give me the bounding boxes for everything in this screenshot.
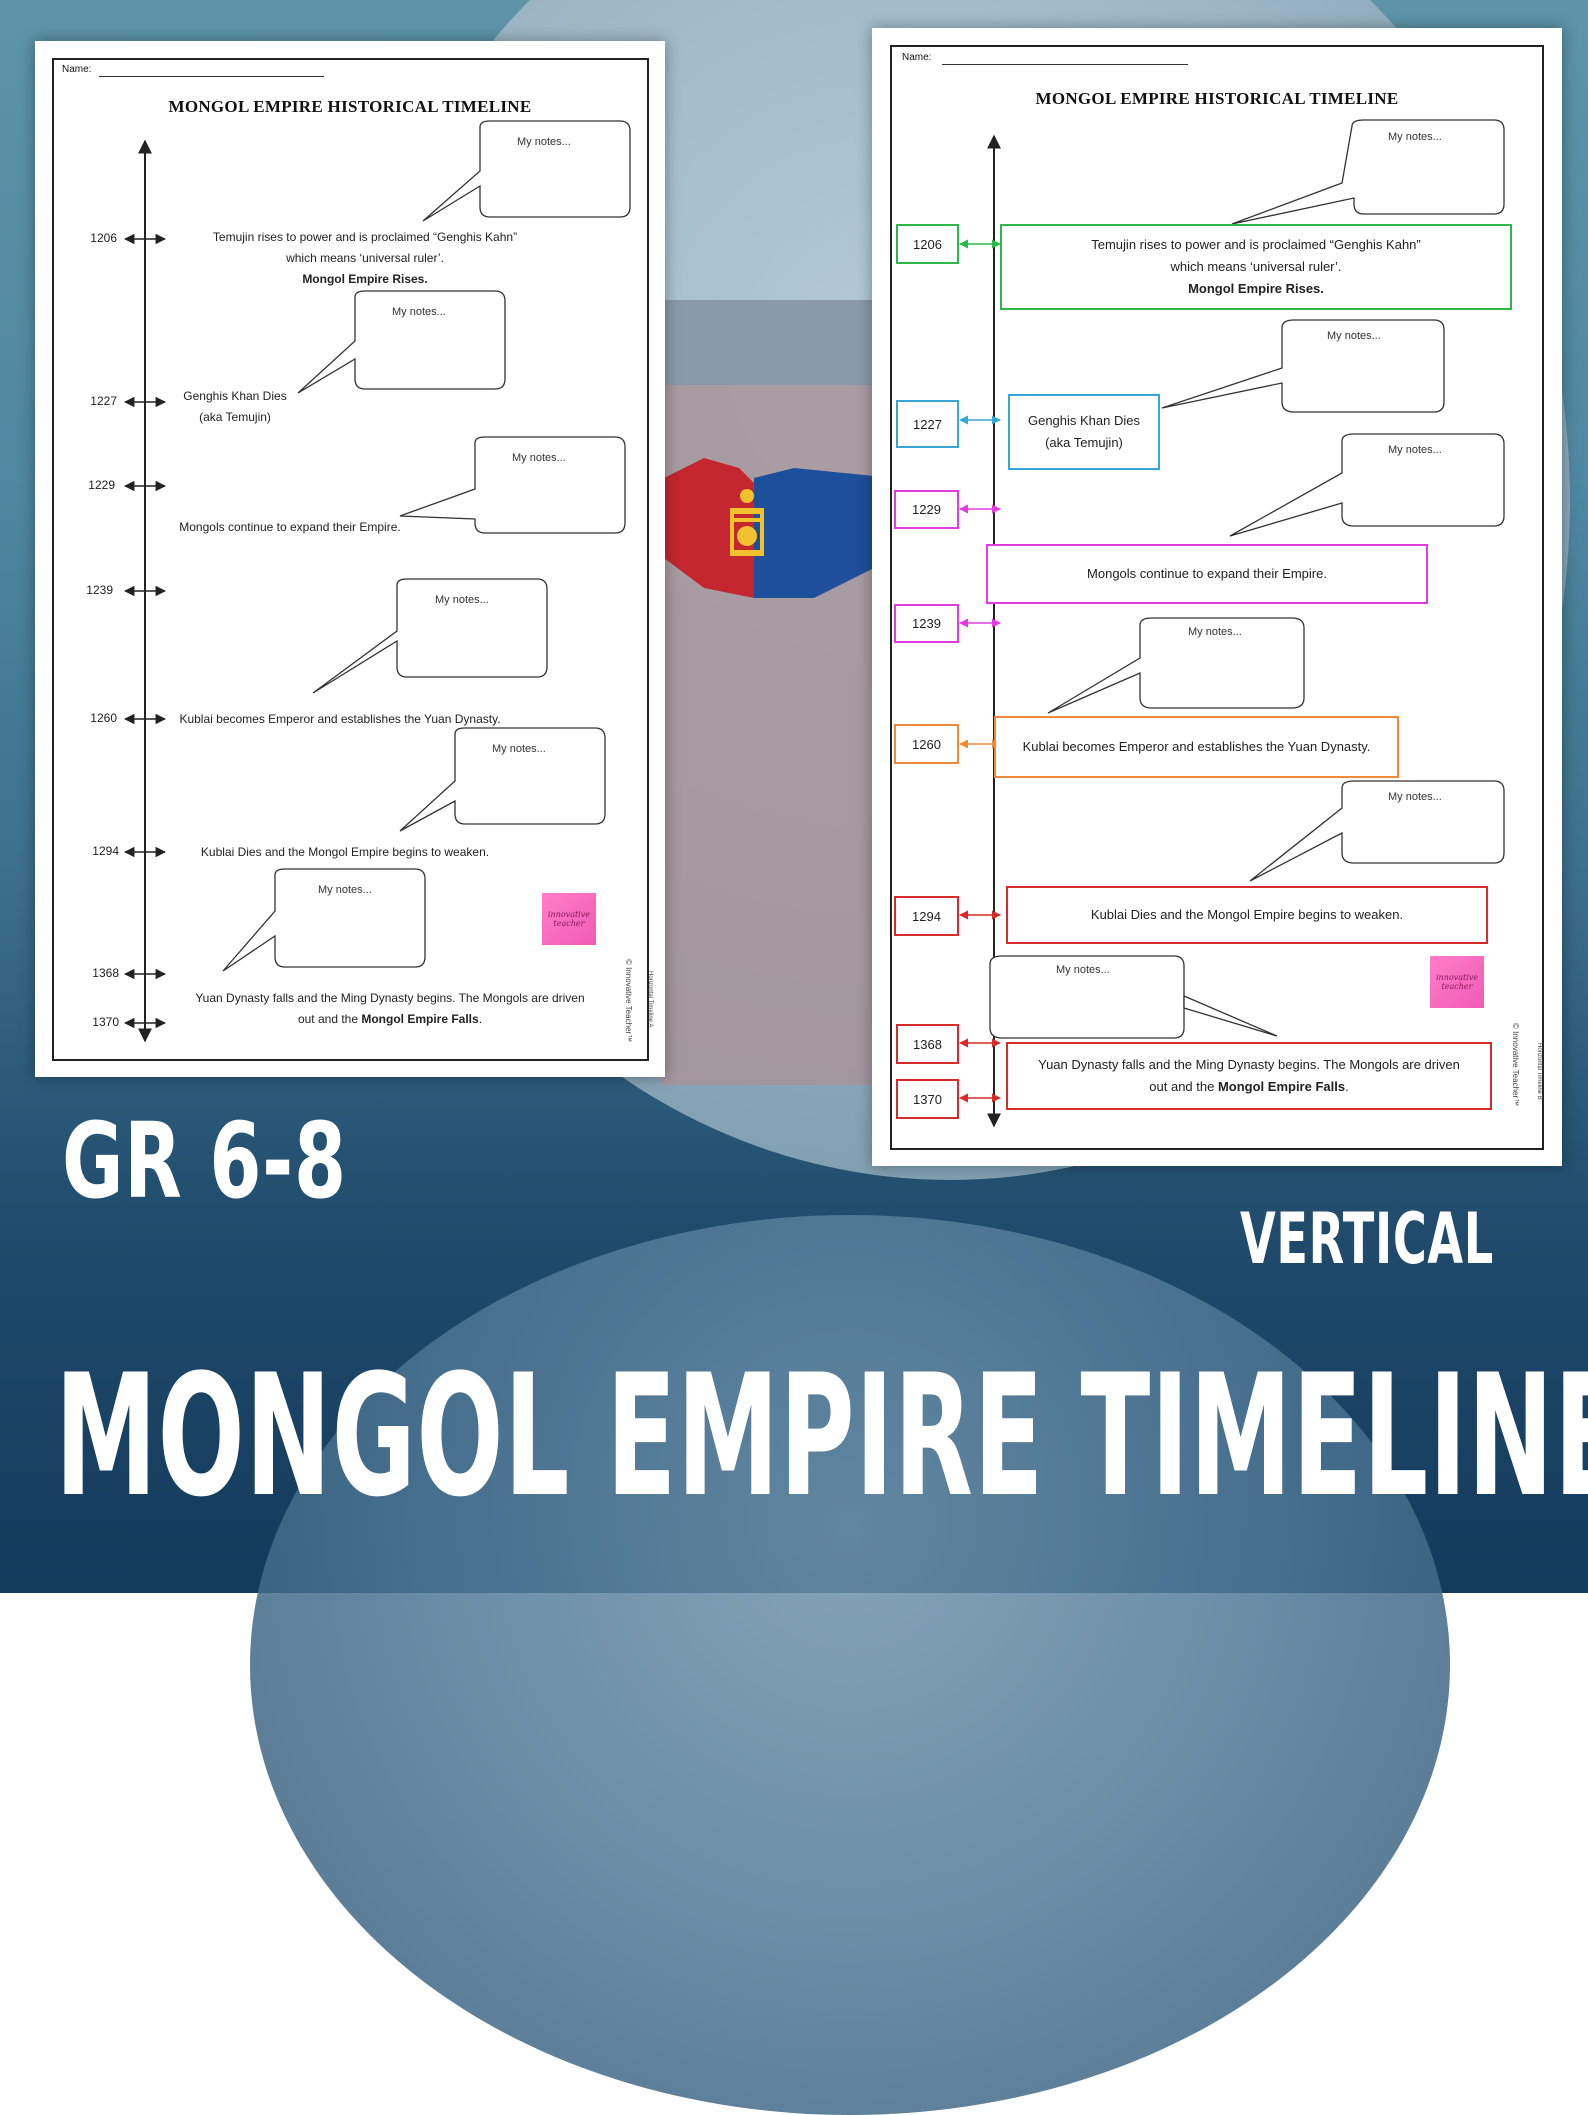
- event-box-1239: Mongols continue to expand their Empire.: [986, 544, 1428, 604]
- svg-text:My notes...: My notes...: [435, 594, 489, 606]
- worksheet-b-border: [890, 45, 1544, 1150]
- notes-bubble[interactable]: [222, 868, 426, 972]
- notes-bubble[interactable]: [1161, 319, 1445, 413]
- svg-text:My notes...: My notes...: [1188, 626, 1242, 638]
- event-1294: Kublai Dies and the Mongol Empire begins…: [200, 845, 490, 859]
- svg-text:My notes...: My notes...: [517, 136, 571, 148]
- year-label: 1260: [90, 711, 117, 725]
- svg-text:My notes...: My notes...: [492, 743, 546, 755]
- event-1260: Kublai becomes Emperor and establishes t…: [179, 712, 501, 726]
- svg-text:My notes...: My notes...: [1388, 444, 1442, 456]
- event-1239: Mongols continue to expand their Empire.: [179, 520, 401, 534]
- worksheet-a: Name: MONGOL EMPIRE HISTORICAL TIMELINE: [35, 41, 665, 1077]
- footer-label: Horizontal Timeline A: [647, 971, 653, 1028]
- event-box-1260: Kublai becomes Emperor and establishes t…: [994, 716, 1399, 778]
- timeline-b-graphics: My notes... My notes... My notes... My n…: [959, 119, 1505, 1128]
- cover-title: MONGOL EMPIRE TIMELINE: [55, 1338, 1588, 1534]
- notes-bubble[interactable]: [1231, 119, 1505, 225]
- year-box: 1206: [896, 224, 959, 264]
- year-box: 1370: [896, 1079, 959, 1119]
- year-box: 1229: [894, 490, 959, 529]
- grade-label: GR 6-8: [62, 1100, 347, 1222]
- copyright: © Innovative Teacher™: [624, 959, 633, 1043]
- name-label: Name:: [902, 52, 932, 63]
- year-label: 1206: [90, 231, 117, 245]
- mongolia-flag-map-icon: [664, 458, 874, 598]
- notes-bubble[interactable]: [399, 436, 626, 534]
- event-1368: Yuan Dynasty falls and the Ming Dynasty …: [195, 991, 585, 1026]
- notes-bubble[interactable]: [989, 955, 1185, 1039]
- worksheet-a-border: [52, 58, 649, 1061]
- year-box: 1294: [894, 896, 959, 936]
- year-box: 1368: [896, 1024, 959, 1064]
- name-label: Name:: [62, 64, 92, 75]
- svg-text:My notes...: My notes...: [1388, 131, 1442, 143]
- worksheet-title: MONGOL EMPIRE HISTORICAL TIMELINE: [168, 97, 532, 116]
- worksheet-b: Name: MONGOL EMPIRE HISTORICAL TIMELINE: [872, 28, 1562, 1166]
- year-label: 1239: [86, 583, 113, 597]
- year-box: 1227: [896, 400, 959, 448]
- notes-bubble[interactable]: [1249, 780, 1505, 882]
- map-band: [660, 300, 875, 385]
- event-box-1294: Kublai Dies and the Mongol Empire begins…: [1006, 886, 1488, 944]
- innovative-teacher-logo: innovative teacher: [542, 893, 596, 945]
- year-label: 1370: [92, 1015, 119, 1029]
- year-label: 1294: [92, 844, 119, 858]
- innovative-teacher-logo: innovative teacher: [1430, 956, 1484, 1008]
- svg-text:My notes...: My notes...: [392, 306, 446, 318]
- notes-bubble[interactable]: [1229, 433, 1505, 537]
- year-box: 1260: [894, 724, 959, 764]
- name-field[interactable]: [99, 76, 324, 77]
- svg-text:My notes...: My notes...: [318, 884, 372, 896]
- event-1227: Genghis Khan Dies (aka Temujin): [183, 389, 287, 424]
- copyright: © Innovative Teacher™: [1511, 1023, 1520, 1107]
- notes-bubble[interactable]: [422, 120, 631, 222]
- timeline-a-graphics: My notes... My notes... My notes... My n…: [123, 120, 631, 1043]
- name-field[interactable]: [942, 64, 1188, 65]
- svg-text:My notes...: My notes...: [512, 452, 566, 464]
- svg-text:My notes...: My notes...: [1056, 964, 1110, 976]
- year-label: 1229: [88, 478, 115, 492]
- event-box-1227: Genghis Khan Dies (aka Temujin): [1008, 394, 1160, 470]
- worksheet-title: MONGOL EMPIRE HISTORICAL TIMELINE: [1035, 89, 1399, 108]
- notes-bubble[interactable]: [1047, 617, 1305, 714]
- notes-bubble[interactable]: [312, 578, 548, 694]
- footer-label: Horizontal Timeline B: [1536, 1043, 1542, 1100]
- event-box-1368: Yuan Dynasty falls and the Ming Dynasty …: [1006, 1042, 1492, 1110]
- svg-text:My notes...: My notes...: [1388, 791, 1442, 803]
- year-label: 1227: [90, 394, 117, 408]
- year-label: 1368: [92, 966, 119, 980]
- svg-text:My notes...: My notes...: [1327, 330, 1381, 342]
- event-box-1206: Temujin rises to power and is proclaimed…: [1000, 224, 1512, 310]
- event-1206: Temujin rises to power and is proclaimed…: [212, 230, 518, 286]
- orientation-label: VERTICAL: [1240, 1198, 1494, 1280]
- notes-bubble[interactable]: [297, 290, 506, 394]
- notes-bubble[interactable]: [399, 727, 606, 832]
- year-box: 1239: [894, 604, 959, 643]
